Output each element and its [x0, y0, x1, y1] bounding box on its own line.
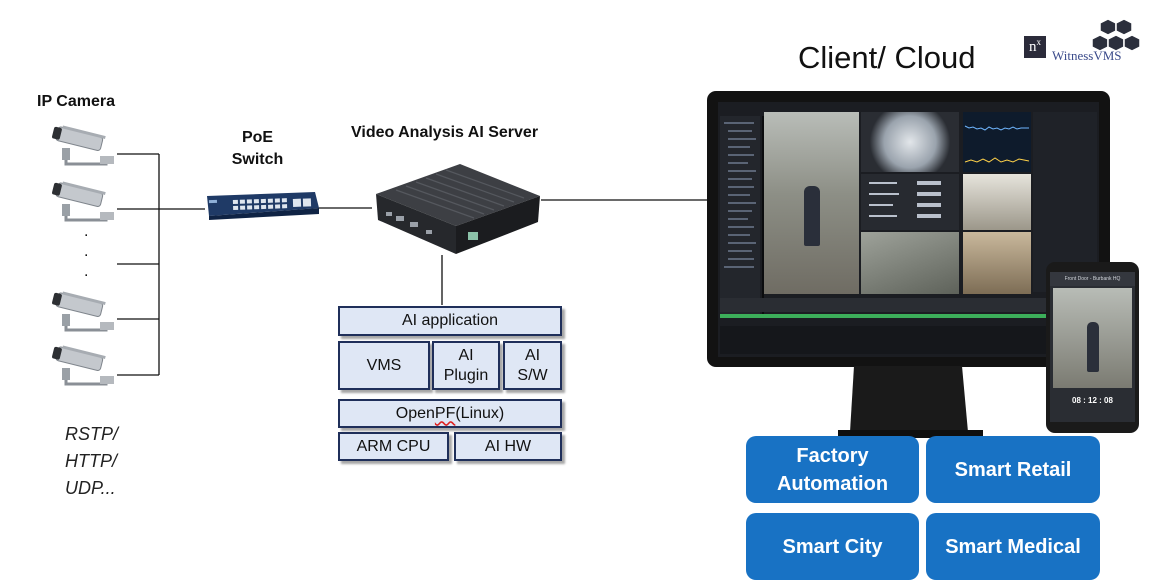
tile-smart-city: Smart City	[746, 513, 919, 580]
ellipsis-dot: .	[84, 263, 89, 280]
tile-smart-retail: Smart Retail	[926, 436, 1100, 503]
openpf-suffix: (Linux)	[455, 404, 505, 422]
camera-tile-hallway	[764, 112, 859, 294]
smartphone: Front Door - Burbank HQ 08 : 12 : 08	[1046, 262, 1139, 433]
sensor-list	[869, 181, 941, 218]
ellipsis-dot: .	[84, 223, 89, 240]
poe-switch-title-line1: PoE	[241, 129, 274, 146]
camera-icon-1	[50, 124, 116, 166]
person-silhouette	[804, 186, 820, 246]
phone-camera-view	[1053, 288, 1132, 388]
logo-mark-n: n	[1029, 39, 1037, 55]
ellipsis-dot: .	[84, 243, 89, 260]
logo-brand-text: WitnessVMS	[1052, 48, 1122, 63]
tile-smart-medical: Smart Medical	[926, 513, 1100, 580]
timeline-bar[interactable]	[720, 298, 1097, 312]
protocol-list: RSTP/ HTTP/ UDP...	[65, 421, 118, 502]
timeline-recording-track	[720, 314, 1097, 318]
ai-server-icon	[376, 164, 540, 254]
vms-client-screen	[718, 102, 1099, 357]
openpf-marked: PF	[434, 404, 456, 422]
resource-tree-lines	[724, 122, 756, 268]
ip-camera-title: IP Camera	[37, 93, 115, 110]
phone-person-silhouette	[1087, 322, 1099, 372]
sensor-panel	[861, 174, 959, 230]
camera-tile-office	[963, 174, 1031, 230]
phone-header: Front Door - Burbank HQ	[1050, 272, 1135, 286]
camera-icon-4	[50, 342, 116, 386]
stack-ai-plugin: AI Plugin	[432, 341, 500, 390]
stack-vms: VMS	[338, 341, 430, 390]
signal-graph	[964, 125, 1030, 163]
protocol-http: HTTP/	[65, 451, 117, 471]
camera-tile-graph	[963, 112, 1031, 172]
tile-factory-line1: Factory	[796, 444, 869, 467]
tree-splitter	[762, 116, 764, 316]
logo-mark-x: x	[1036, 37, 1042, 47]
openpf-prefix: Open	[395, 404, 435, 422]
poe-switch-title: PoE Switch	[205, 127, 310, 171]
stack-ai-hw: AI HW	[454, 432, 562, 461]
protocol-udp: UDP...	[65, 478, 116, 498]
camera-tile-fisheye	[861, 112, 959, 172]
stack-ai-sw: AI S/W	[503, 341, 562, 390]
camera-ellipsis: . . .	[84, 222, 88, 282]
camera-icon-3	[50, 288, 116, 332]
tile-factory-automation: Factory Automation	[746, 436, 919, 503]
monitor-stand	[838, 366, 983, 438]
poe-switch-icon	[207, 192, 319, 220]
client-cloud-title: Client/ Cloud	[798, 40, 976, 75]
poe-switch-title-line2: Switch	[231, 151, 284, 168]
protocol-rtsp: RSTP/	[65, 424, 119, 444]
phone-screen: Front Door - Burbank HQ 08 : 12 : 08	[1050, 272, 1135, 422]
monitor-frame	[707, 91, 1110, 367]
phone-time: 08 : 12 : 08	[1072, 396, 1113, 405]
playback-controls	[720, 326, 1097, 354]
ai-server-title: Video Analysis AI Server	[351, 124, 539, 141]
stack-arm-cpu: ARM CPU	[338, 432, 449, 461]
hexagon-network-icon	[1092, 18, 1140, 52]
tile-factory-line2: Automation	[776, 472, 889, 495]
camera-tile-lobby	[963, 232, 1031, 294]
resource-tree-panel	[720, 116, 760, 316]
camera-tile-parking	[861, 232, 959, 294]
camera-icon-2	[50, 178, 116, 222]
stack-ai-application: AI application	[338, 306, 562, 336]
